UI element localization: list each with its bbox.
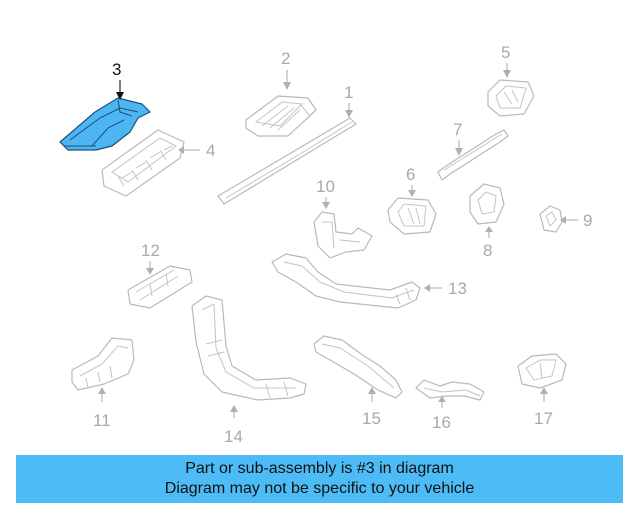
callout-15: 15 [362, 387, 381, 428]
callout-3: 3 [112, 60, 124, 100]
part-4-vent-panel[interactable] [101, 129, 185, 197]
callout-4-label: 4 [206, 141, 215, 160]
part-3-duct[interactable] [59, 97, 151, 151]
parts-diagram: 3 4 2 1 5 [59, 43, 592, 446]
callout-5: 5 [501, 43, 511, 78]
part-10-connector[interactable] [313, 211, 373, 259]
part-2-center-vent[interactable] [245, 95, 317, 137]
callout-12: 12 [141, 241, 160, 275]
callout-5-label: 5 [501, 43, 510, 62]
part-8-bracket[interactable] [469, 183, 505, 225]
callout-8-label: 8 [483, 241, 492, 260]
callout-7: 7 [453, 120, 463, 156]
part-5-side-vent[interactable] [487, 79, 535, 117]
callout-16-label: 16 [432, 413, 451, 432]
callout-9-label: 9 [583, 211, 592, 230]
callout-13-label: 13 [448, 279, 467, 298]
part-9-clip[interactable] [539, 205, 563, 233]
callout-1: 1 [344, 83, 353, 118]
callout-17: 17 [534, 387, 553, 428]
callout-2-label: 2 [281, 49, 290, 68]
callout-4: 4 [178, 141, 215, 160]
part-16-small-duct[interactable] [415, 379, 485, 401]
callout-15-label: 15 [362, 409, 381, 428]
callout-10-label: 10 [316, 177, 335, 196]
callout-7-label: 7 [453, 120, 462, 139]
callout-3-label: 3 [112, 60, 121, 79]
callout-1-label: 1 [344, 83, 353, 102]
callout-8: 8 [483, 226, 493, 260]
part-7-tube[interactable] [437, 129, 509, 181]
callout-10: 10 [316, 177, 335, 209]
part-11-side-duct[interactable] [71, 337, 135, 391]
callout-6-label: 6 [406, 165, 415, 184]
callout-6: 6 [406, 165, 416, 197]
callout-16: 16 [432, 396, 451, 432]
part-17-module[interactable] [517, 353, 567, 389]
part-14-floor-duct[interactable] [191, 295, 307, 401]
callout-11-label: 11 [93, 411, 111, 430]
part-15-mid-duct[interactable] [313, 335, 403, 399]
callout-13: 13 [424, 279, 467, 298]
callout-9: 9 [560, 211, 592, 230]
info-banner: Part or sub-assembly is #3 in diagram Di… [16, 455, 623, 503]
banner-line-1: Part or sub-assembly is #3 in diagram [185, 460, 454, 477]
part-1-trim-strip[interactable] [217, 117, 357, 205]
banner-line-2: Diagram may not be specific to your vehi… [164, 480, 475, 497]
callout-2: 2 [281, 49, 291, 90]
callout-14-label: 14 [224, 427, 243, 446]
callout-12-label: 12 [141, 241, 160, 260]
part-12-bracket[interactable] [127, 265, 193, 309]
callout-17-label: 17 [534, 409, 553, 428]
callout-11: 11 [93, 387, 111, 430]
part-6-small-vent[interactable] [387, 197, 437, 235]
callout-14: 14 [224, 405, 243, 446]
part-13-long-duct[interactable] [271, 253, 421, 309]
